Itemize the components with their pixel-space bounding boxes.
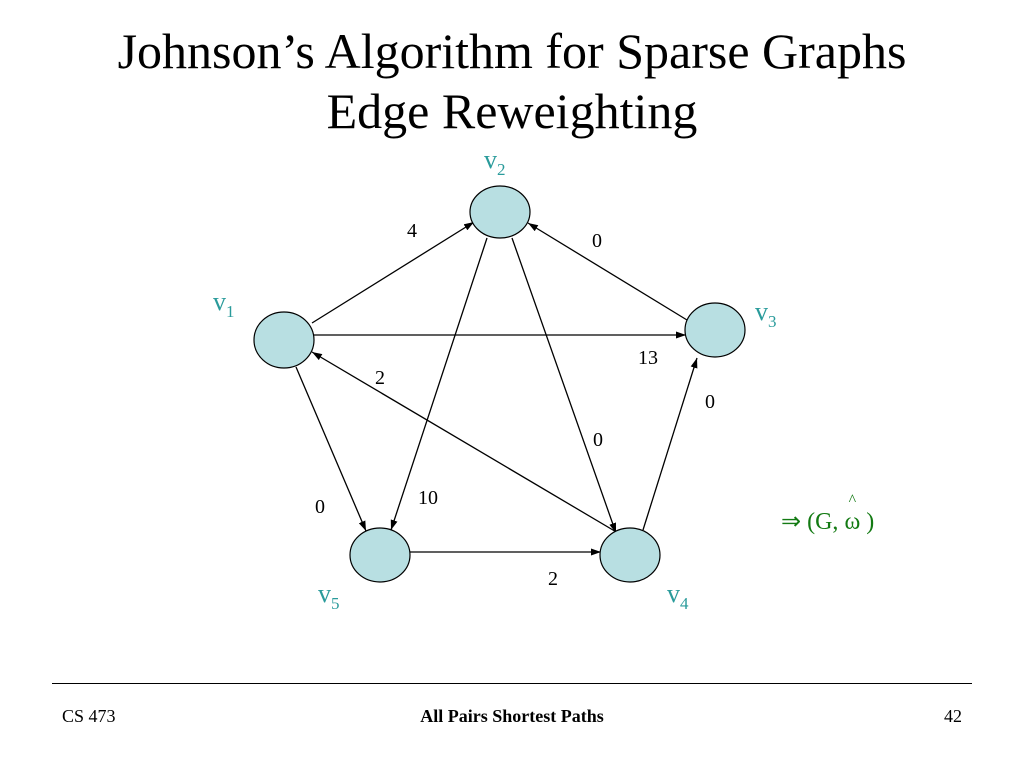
annotation-suffix: ) bbox=[866, 509, 875, 535]
reweighted-graph-note: ⇒ (G, ω^ ) bbox=[781, 493, 875, 536]
weight-v2-v4: 0 bbox=[593, 429, 603, 451]
node-letter: v bbox=[755, 297, 768, 326]
node-subscript: 5 bbox=[331, 594, 340, 613]
edge-weights: 4 0 13 2 0 10 0 2 0 bbox=[315, 220, 715, 590]
nodes bbox=[253, 185, 746, 583]
weight-v5-v4: 2 bbox=[548, 568, 558, 590]
edge-v4-v1 bbox=[311, 351, 619, 534]
weight-v1-v5: 0 bbox=[315, 496, 325, 518]
node-v5 bbox=[349, 527, 411, 583]
node-label-v5: v5 bbox=[318, 579, 340, 613]
title-line-1: Johnson’s Algorithm for Sparse Graphs bbox=[117, 23, 907, 79]
node-subscript: 1 bbox=[226, 302, 235, 321]
node-v4 bbox=[599, 527, 661, 583]
edge-v4-v3 bbox=[642, 357, 698, 531]
weight-v3-v2: 0 bbox=[592, 230, 602, 252]
node-label-v3: v3 bbox=[755, 297, 777, 331]
node-v2 bbox=[469, 185, 531, 239]
node-label-v1: v1 bbox=[213, 287, 235, 321]
edge-v3-v2 bbox=[527, 222, 688, 321]
omega-hat-symbol: ω^ bbox=[844, 493, 861, 536]
node-label-v2: v2 bbox=[484, 145, 506, 179]
edge-v1-v2 bbox=[311, 221, 475, 324]
node-letter: v bbox=[318, 579, 331, 608]
edge-v2-v4 bbox=[511, 237, 617, 534]
page-number: 42 bbox=[944, 706, 962, 726]
edge-v1-v5 bbox=[295, 366, 367, 532]
weight-v4-v3: 0 bbox=[705, 391, 715, 413]
footer-course: CS 473 bbox=[62, 706, 116, 726]
node-v1 bbox=[253, 311, 315, 369]
node-subscript: 2 bbox=[497, 160, 506, 179]
node-letter: v bbox=[213, 287, 226, 316]
footer-divider bbox=[52, 683, 972, 684]
footer-topic: All Pairs Shortest Paths bbox=[420, 706, 604, 726]
weight-v4-v1: 2 bbox=[375, 367, 385, 389]
omega-symbol: ω bbox=[844, 509, 861, 535]
annotation-prefix: ⇒ (G, bbox=[781, 509, 839, 535]
edges bbox=[295, 221, 698, 556]
node-subscript: 3 bbox=[768, 312, 777, 331]
node-labels: v1 v2 v3 v4 v5 bbox=[213, 145, 777, 613]
slide-title: Johnson’s Algorithm for Sparse Graphs Ed… bbox=[0, 21, 1024, 141]
hat-accent: ^ bbox=[848, 492, 857, 509]
node-letter: v bbox=[484, 145, 497, 174]
node-v3 bbox=[684, 302, 746, 358]
edge-v2-v5 bbox=[390, 237, 488, 531]
weight-v2-v5: 10 bbox=[418, 487, 438, 509]
node-letter: v bbox=[667, 579, 680, 608]
node-subscript: 4 bbox=[680, 594, 689, 613]
weight-v1-v3: 13 bbox=[638, 347, 658, 369]
title-line-2: Edge Reweighting bbox=[326, 83, 698, 139]
weight-v1-v2: 4 bbox=[407, 220, 417, 242]
node-label-v4: v4 bbox=[667, 579, 689, 613]
